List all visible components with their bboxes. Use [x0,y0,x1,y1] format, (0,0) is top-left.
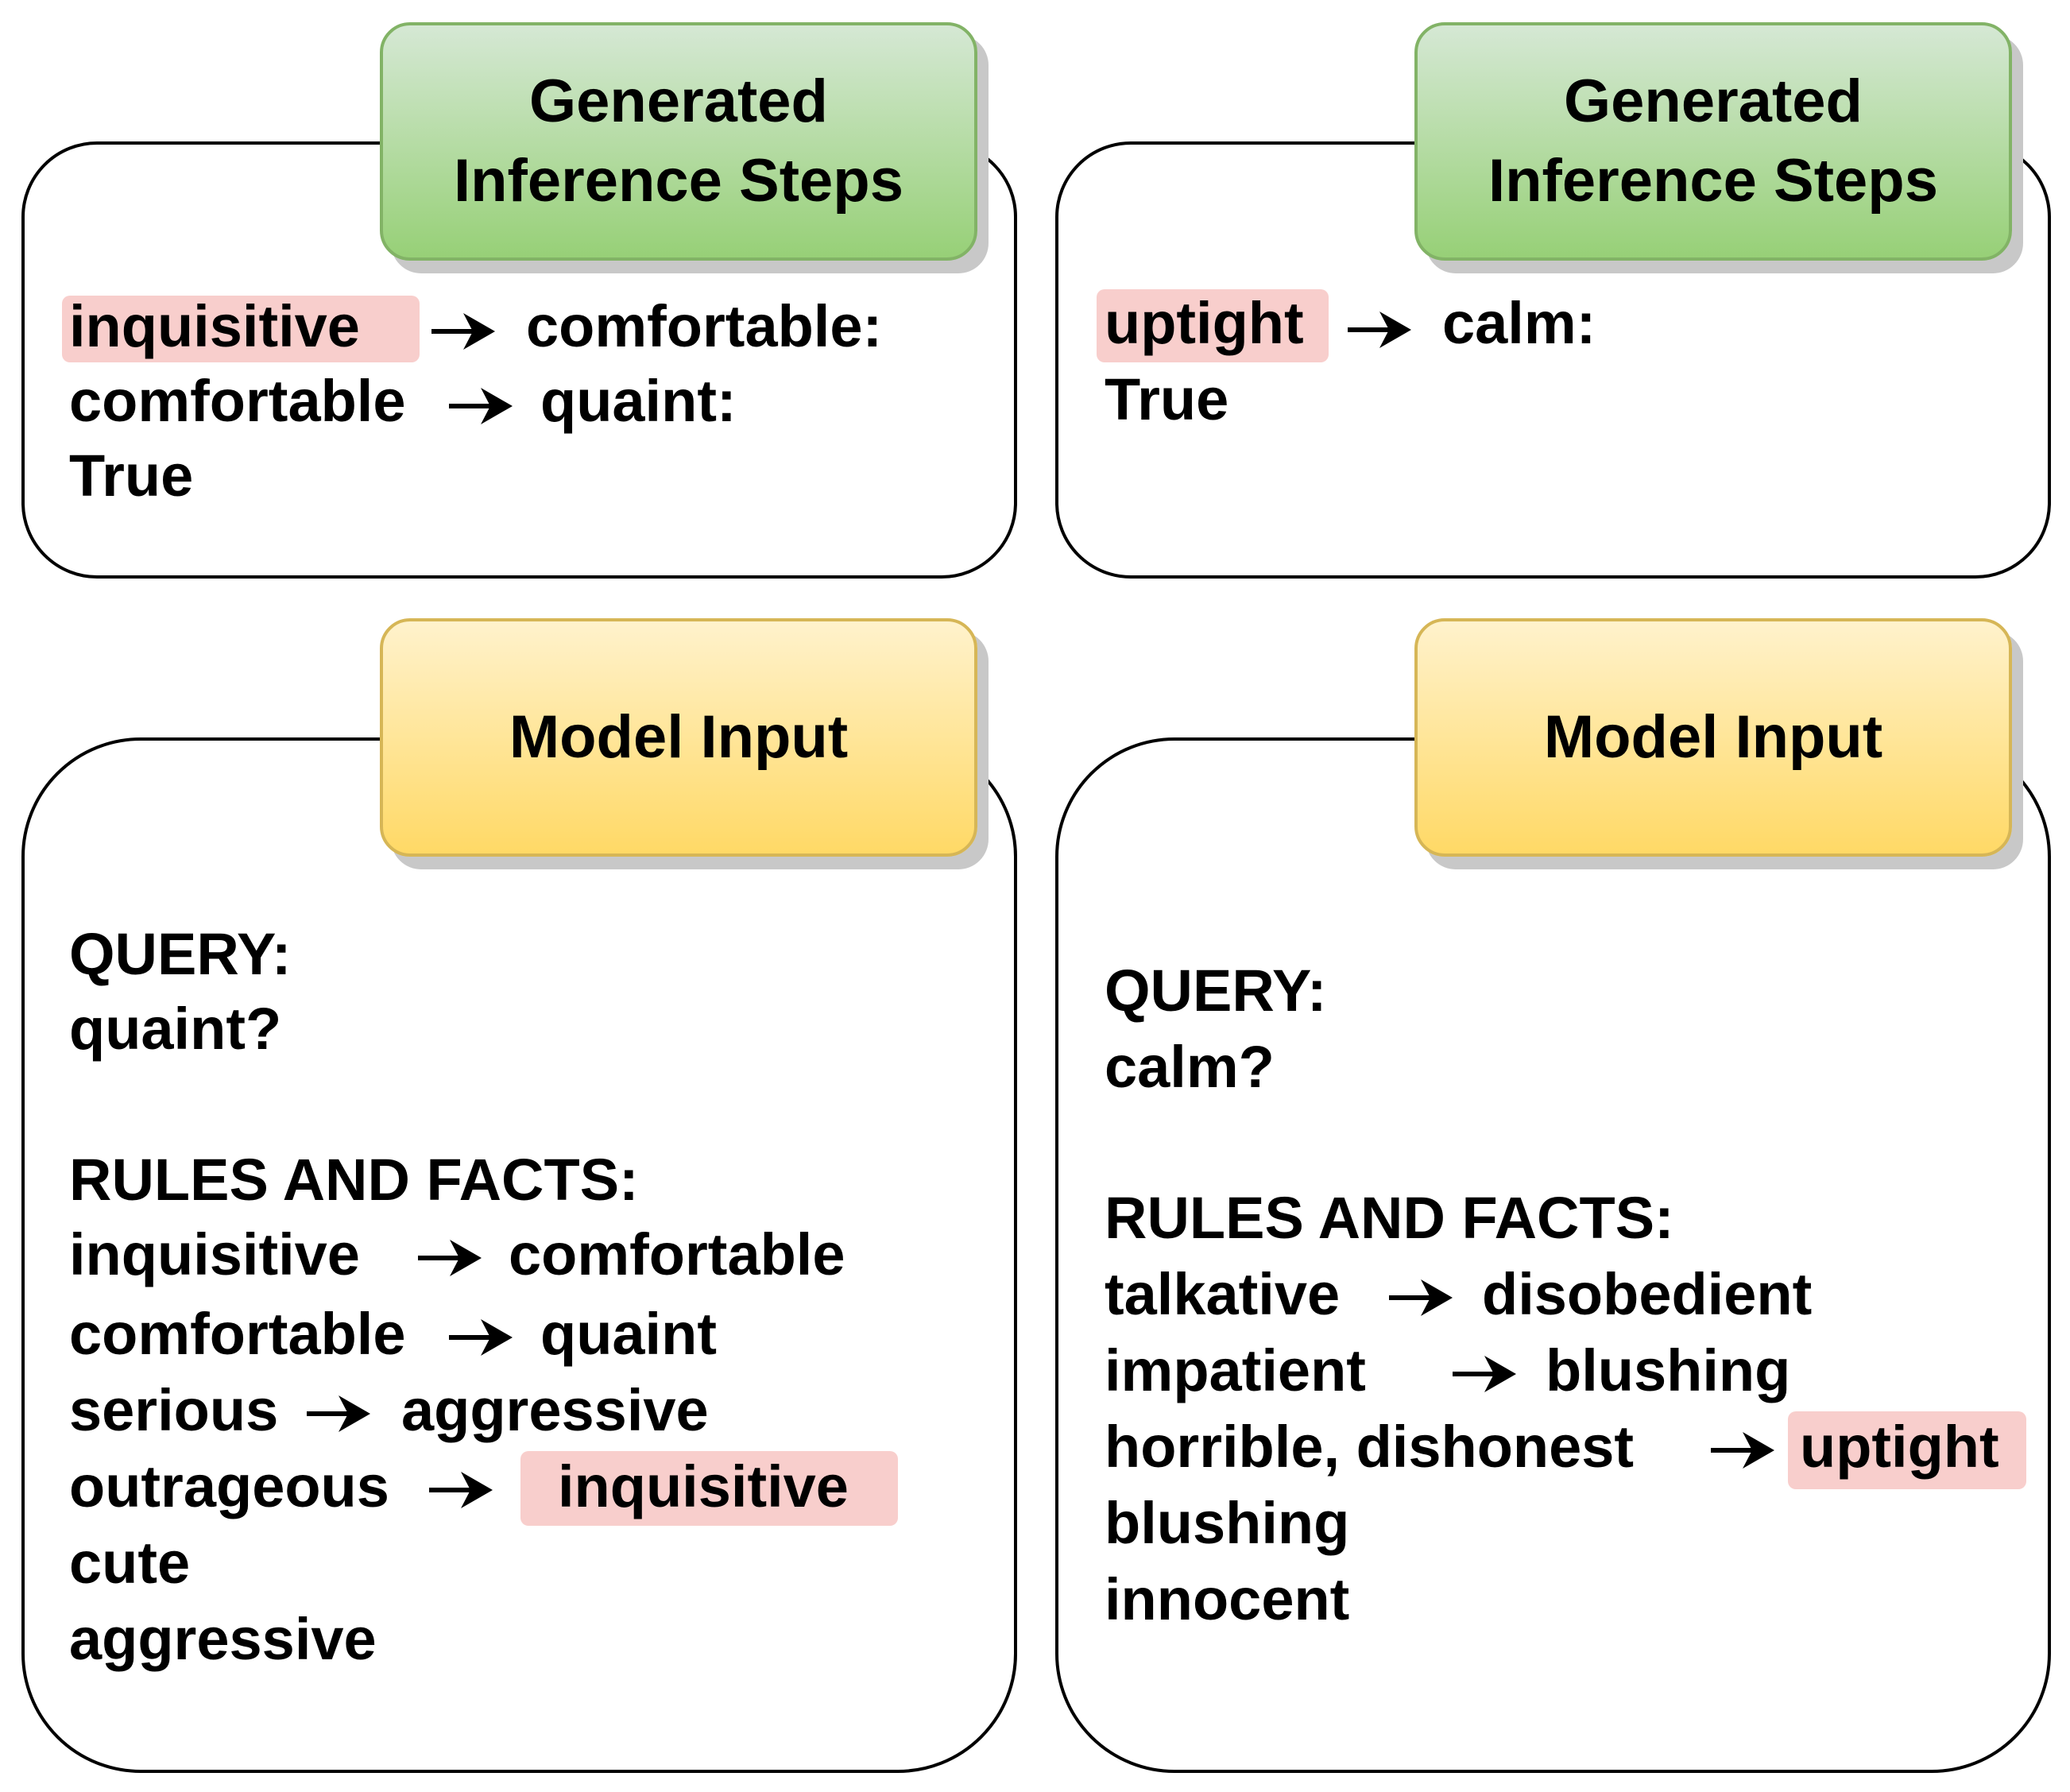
model-input-tab-left: Model Input [380,618,977,857]
model-input-tab-right: Model Input [1414,618,2012,857]
tab-title: Model Input [509,703,849,771]
inference-steps-tab-left: Generated Inference Steps [380,22,977,261]
inference-steps-tab-right: Generated Inference Steps [1414,22,2012,261]
highlight [62,296,420,362]
arrow-icon [1711,1429,1774,1472]
rule-to: aggressive [401,1377,709,1443]
rule-to: comfortable [509,1221,845,1287]
highlight [1788,1411,2026,1489]
rule-from: impatient [1105,1337,1366,1403]
tab-title-line2: Inference Steps [1488,147,1938,215]
rule-from: talkative [1105,1261,1341,1327]
step-to: calm: [1442,290,1596,356]
query-text: quaint? [69,996,282,1062]
tab-title-line2: Inference Steps [454,147,903,215]
rule-to: inquisitive [558,1453,849,1519]
model-input-panel-right [1055,737,2051,1773]
fact-text: innocent [1105,1566,1350,1632]
arrow-icon [418,1237,482,1279]
rule-from: outrageous [69,1453,389,1519]
arrow-icon [429,1469,493,1511]
result-text: True [1105,366,1229,432]
query-text: calm? [1105,1034,1275,1100]
fact-text: cute [69,1530,191,1596]
rule-from: comfortable [69,1301,406,1367]
rule-to: uptight [1800,1414,1999,1480]
arrow-icon [307,1392,370,1435]
arrow-icon [449,385,513,428]
arrow-icon [1389,1276,1453,1319]
rule-to: quaint [540,1301,717,1367]
fact-text: blushing [1105,1490,1350,1556]
arrow-icon [1348,308,1411,351]
arrow-icon [431,310,495,353]
arrow-icon [1453,1353,1516,1395]
tab-title-line1: Generated [1564,68,1863,135]
rule-to: blushing [1546,1337,1791,1403]
tab-title-line1: Generated [529,68,828,135]
highlight [1097,289,1329,362]
rule-from: horrible, dishonest [1105,1414,1635,1480]
rules-label: RULES AND FACTS: [1105,1185,1674,1251]
rules-label: RULES AND FACTS: [69,1147,639,1213]
step-from: inquisitive [69,293,360,359]
step-from: comfortable [69,368,406,434]
step-to: comfortable: [526,293,883,359]
rule-from: serious [69,1377,279,1443]
model-input-panel-left [21,737,1017,1773]
query-label: QUERY: [69,921,292,987]
query-label: QUERY: [1105,958,1327,1024]
arrow-icon [449,1316,513,1359]
result-text: True [69,443,194,509]
tab-title: Model Input [1543,703,1883,771]
rule-to: disobedient [1482,1261,1813,1327]
fact-text: aggressive [69,1606,377,1672]
rule-from: inquisitive [69,1221,360,1287]
step-from: uptight [1105,290,1304,356]
step-to: quaint: [540,368,737,434]
highlight [520,1451,898,1526]
